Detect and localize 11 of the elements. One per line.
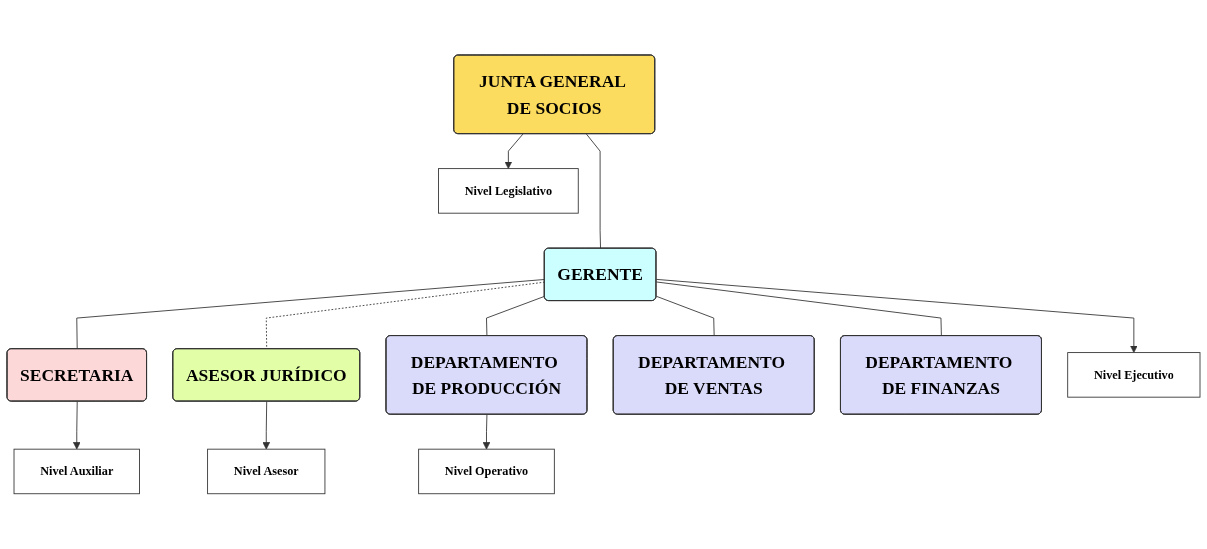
node-box: Nivel Auxiliar — [13, 448, 140, 495]
connector — [655, 281, 942, 337]
node-box: Nivel Ejecutivo — [1067, 352, 1201, 398]
connector — [486, 295, 546, 337]
node-box: Nivel Operativo — [418, 448, 555, 495]
connector — [76, 279, 546, 350]
connector — [265, 281, 546, 350]
node-box: Nivel Legislativo — [438, 168, 579, 214]
connector — [586, 133, 601, 250]
node-box: Nivel Asesor — [207, 448, 326, 495]
connector — [655, 295, 715, 337]
